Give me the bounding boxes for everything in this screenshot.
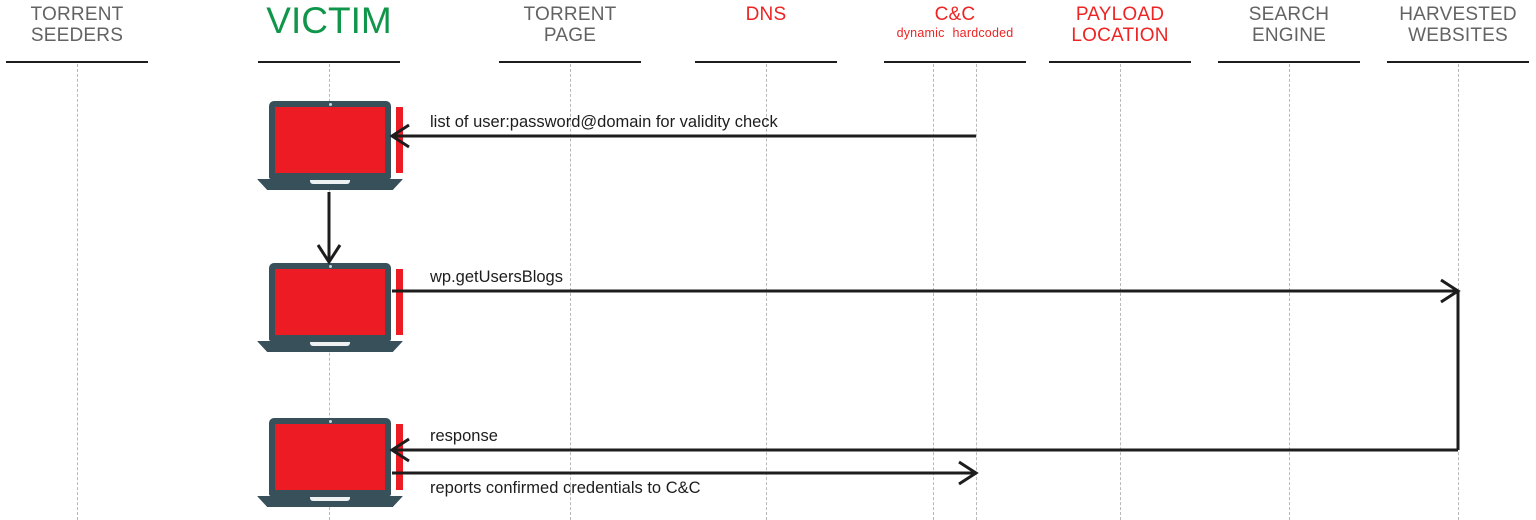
lifeline-torrent-page <box>570 64 571 520</box>
column-header-dns: DNS <box>626 4 906 25</box>
column-rule-cnc <box>884 61 1026 63</box>
message-label-msg-wp-getusersblogs: wp.getUsersBlogs <box>430 268 563 286</box>
lifeline-payload-location <box>1120 64 1121 520</box>
column-title-torrent-seeders: TORRENT SEEDERS <box>30 4 124 47</box>
laptop-icon-victim-laptop-3 <box>257 418 403 507</box>
laptop-touchpad <box>310 180 350 184</box>
column-header-torrent-page: TORRENT PAGE <box>430 4 710 47</box>
column-title-victim: VICTIM <box>266 0 392 41</box>
laptop-icon-victim-laptop-2 <box>257 263 403 352</box>
column-header-harvested-websites: HARVESTED WEBSITES <box>1318 4 1536 47</box>
column-header-torrent-seeders: TORRENT SEEDERS <box>0 4 217 47</box>
column-rule-torrent-page <box>499 61 641 63</box>
column-title-dns: DNS <box>745 4 787 25</box>
column-title-cnc: C&C <box>934 4 976 25</box>
lifeline-dns <box>766 64 767 520</box>
arrowhead-msg-wp-getusersblogs <box>1440 278 1461 304</box>
lifeline-cnc-dynamic <box>933 64 934 520</box>
laptop-touchpad <box>310 342 350 346</box>
column-title-search-engine: SEARCH ENGINE <box>1248 4 1330 47</box>
laptop-base <box>257 179 403 190</box>
column-header-victim: VICTIM <box>189 0 469 41</box>
column-sublabel-cnc-hardcoded: hardcoded <box>952 26 1014 41</box>
message-label-msg-reports-credentials: reports confirmed credentials to C&C <box>430 479 701 497</box>
column-title-torrent-page: TORRENT PAGE <box>523 4 617 47</box>
laptop-icon-victim-laptop-1 <box>257 101 403 190</box>
laptop-touchpad <box>310 497 350 501</box>
message-label-msg-credential-list: list of user:password@domain for validit… <box>430 113 778 131</box>
column-header-payload-location: PAYLOAD LOCATION <box>980 4 1260 47</box>
column-rule-search-engine <box>1218 61 1360 63</box>
arrowhead-msg-reports-credentials <box>958 460 979 486</box>
column-header-search-engine: SEARCH ENGINE <box>1149 4 1429 47</box>
column-rule-dns <box>695 61 837 63</box>
lifeline-torrent-seeders <box>77 64 78 520</box>
lifeline-search-engine <box>1289 64 1290 520</box>
column-sublabel-cnc-dynamic: dynamic <box>896 26 945 41</box>
activation-bar <box>396 107 403 173</box>
column-rule-victim <box>258 61 400 63</box>
activation-bar <box>396 424 403 490</box>
column-rule-torrent-seeders <box>6 61 148 63</box>
column-title-payload-location: PAYLOAD LOCATION <box>1071 4 1169 47</box>
laptop-screen <box>269 263 391 341</box>
message-label-msg-response: response <box>430 427 498 445</box>
laptop-camera-icon <box>328 265 332 268</box>
column-rule-harvested-websites <box>1387 61 1529 63</box>
column-title-harvested-websites: HARVESTED WEBSITES <box>1399 4 1517 47</box>
column-rule-payload-location <box>1049 61 1191 63</box>
laptop-base <box>257 496 403 507</box>
laptop-screen <box>269 101 391 179</box>
laptop-camera-icon <box>328 103 332 106</box>
activation-bar <box>396 269 403 335</box>
laptop-base <box>257 341 403 352</box>
laptop-camera-icon <box>328 420 332 423</box>
laptop-screen <box>269 418 391 496</box>
column-sublabels-cnc: dynamic hardcoded <box>815 26 1095 40</box>
lifeline-cnc-hardcoded <box>976 64 977 520</box>
lifeline-harvested-websites <box>1458 64 1459 520</box>
